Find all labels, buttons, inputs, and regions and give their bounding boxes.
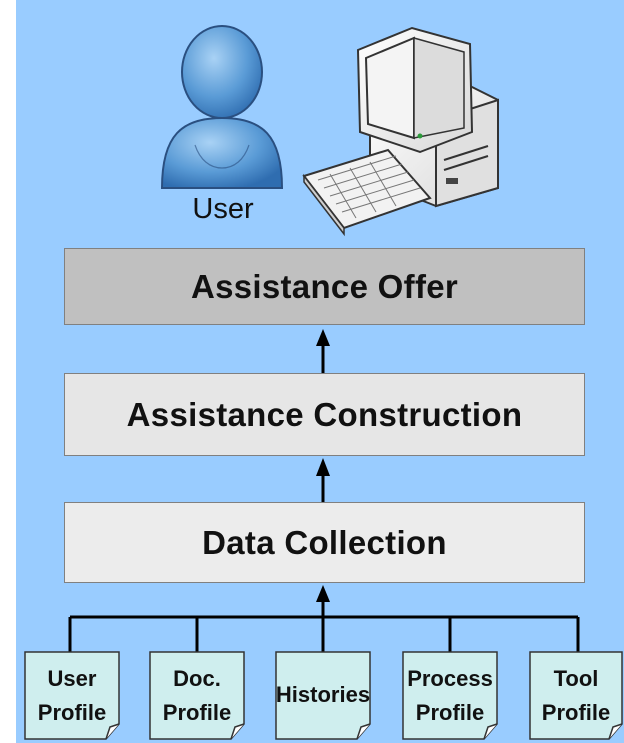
document-label-line2: Profile (37, 700, 107, 725)
document-shape-doc-profile (149, 651, 245, 740)
document-shape-process-profile (402, 651, 498, 740)
document-tool-profile: Tool Profile (526, 662, 624, 730)
document-histories: Histories (273, 678, 373, 712)
document-shape-user-profile (24, 651, 120, 740)
document-label-line1: Histories (275, 682, 371, 707)
layer-assistance-construction: Assistance Construction (64, 373, 585, 456)
arrow-collection-to-construction (316, 458, 330, 502)
layer-data-collection: Data Collection (64, 502, 585, 583)
document-process-profile: Process Profile (400, 662, 500, 730)
layer-label: Assistance Construction (126, 395, 523, 433)
document-shape-tool-profile (529, 651, 623, 740)
document-label-line2: Profile (162, 700, 232, 725)
document-doc-profile: Doc. Profile (147, 662, 247, 730)
user-label: User (192, 193, 254, 225)
document-label-line2: Profile (541, 700, 611, 725)
document-label-line1: Process (407, 666, 493, 691)
layer-label: Assistance Offer (190, 267, 459, 305)
user-icon (160, 25, 284, 189)
document-shape-histories (275, 651, 371, 740)
layer-assistance-offer: Assistance Offer (64, 248, 585, 325)
document-label-line2: Profile (415, 700, 485, 725)
computer-icon (302, 26, 499, 237)
document-label-line1: Doc. (173, 666, 221, 691)
document-label-line1: User (47, 666, 97, 691)
document-label-line1: Tool (553, 666, 599, 691)
diagram-background (16, 0, 624, 743)
document-user-profile: User Profile (22, 662, 122, 730)
arrow-construction-to-offer (316, 329, 330, 373)
input-connector-tree (68, 585, 580, 652)
layer-label: Data Collection (202, 523, 447, 561)
